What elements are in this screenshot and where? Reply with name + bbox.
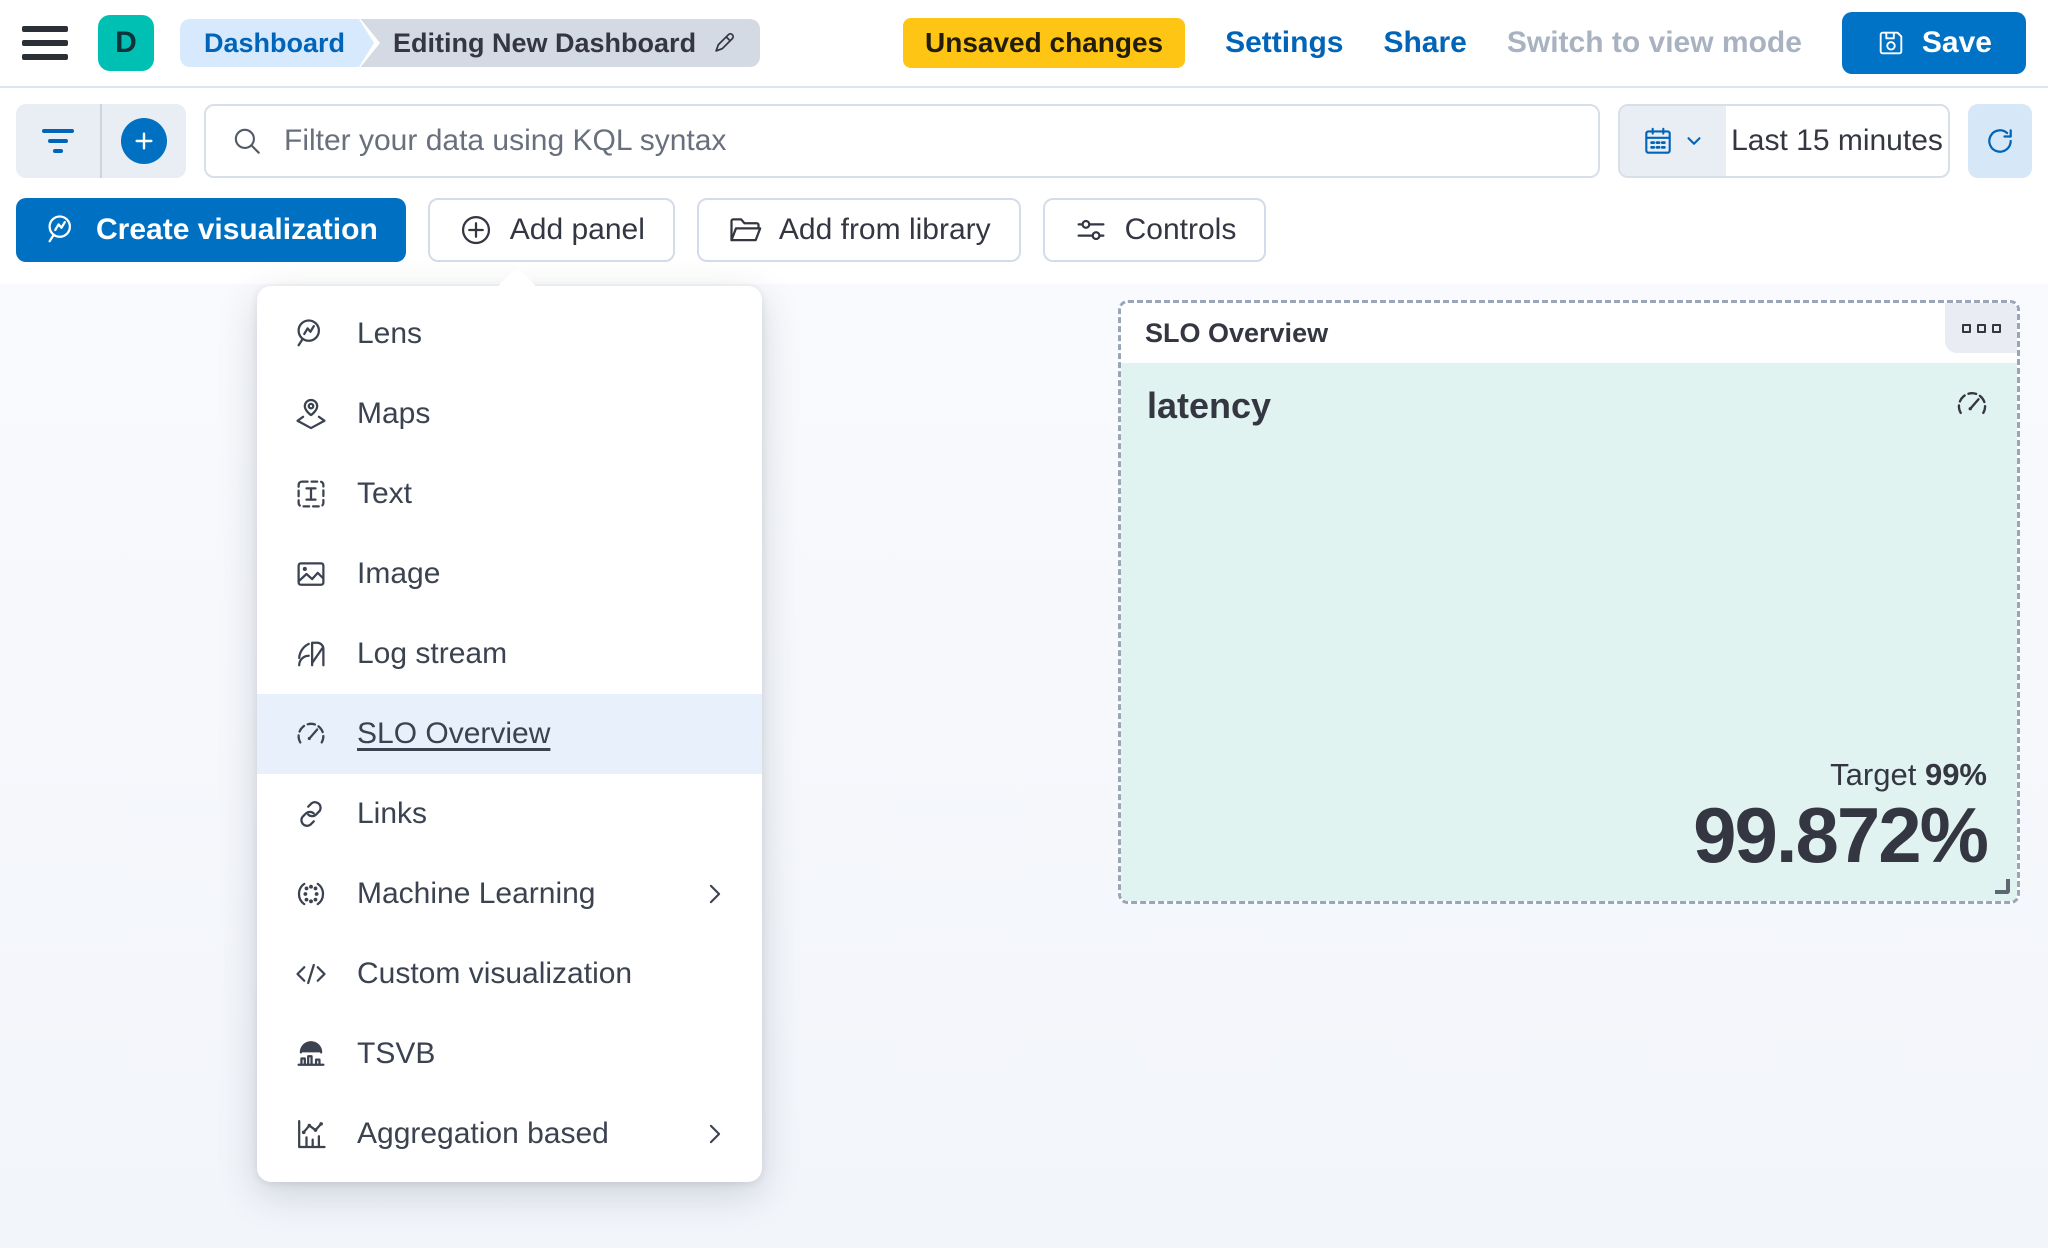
time-range-button[interactable]: Last 15 minutes bbox=[1731, 124, 1943, 157]
add-panel-button[interactable]: Add panel bbox=[427, 198, 675, 262]
menu-item-links[interactable]: Links bbox=[257, 774, 762, 854]
menu-hamburger-icon[interactable] bbox=[22, 26, 68, 60]
maps-icon bbox=[291, 396, 331, 432]
refresh-icon bbox=[1988, 129, 2012, 153]
controls-button[interactable]: Controls bbox=[1042, 198, 1267, 262]
date-picker-button[interactable] bbox=[1620, 106, 1726, 176]
chevron-down-icon bbox=[1683, 130, 1705, 152]
search-icon bbox=[230, 124, 264, 158]
edit-toolbar: Create visualization Add panel Add from … bbox=[0, 188, 2048, 284]
aggregation-icon bbox=[291, 1116, 331, 1152]
menu-item-custom-visualization[interactable]: Custom visualization bbox=[257, 934, 762, 1014]
create-visualization-button[interactable]: Create visualization bbox=[16, 198, 406, 262]
breadcrumb: Dashboard Editing New Dashboard bbox=[180, 17, 761, 69]
add-from-library-button[interactable]: Add from library bbox=[696, 198, 1021, 262]
menu-item-log-stream[interactable]: Log stream bbox=[257, 614, 762, 694]
filter-icon bbox=[41, 129, 75, 153]
slo-value: 99.872% bbox=[1693, 790, 1989, 879]
gauge-icon bbox=[291, 716, 331, 752]
switch-view-mode-link[interactable]: Switch to view mode bbox=[1506, 26, 1802, 59]
link-icon bbox=[291, 796, 331, 832]
text-icon bbox=[291, 476, 331, 512]
tsvb-icon bbox=[291, 1036, 331, 1072]
panel-options-button[interactable] bbox=[1945, 303, 2017, 353]
top-bar: D Dashboard Editing New Dashboard Unsave… bbox=[0, 0, 2048, 88]
code-icon bbox=[291, 956, 331, 992]
share-link[interactable]: Share bbox=[1383, 26, 1467, 59]
chevron-right-icon bbox=[702, 881, 728, 907]
settings-link[interactable]: Settings bbox=[1225, 26, 1344, 59]
panel-body: latency Target 99% 99.872% bbox=[1121, 363, 2017, 901]
menu-item-maps[interactable]: Maps bbox=[257, 374, 762, 454]
unsaved-changes-badge: Unsaved changes bbox=[903, 18, 1186, 68]
gauge-icon bbox=[1953, 385, 1991, 423]
dashboard-canvas: Lens Maps Text Image Log stream bbox=[0, 284, 2048, 1248]
image-icon bbox=[291, 556, 331, 592]
filter-controls bbox=[16, 104, 186, 178]
machine-learning-icon bbox=[291, 876, 331, 912]
save-button[interactable]: Save bbox=[1841, 12, 2026, 74]
refresh-button[interactable] bbox=[1968, 104, 2032, 178]
kql-search-input[interactable] bbox=[284, 124, 1574, 158]
add-filter-button[interactable] bbox=[100, 104, 186, 178]
log-stream-icon bbox=[291, 636, 331, 672]
chevron-right-icon bbox=[702, 1121, 728, 1147]
menu-item-slo-overview[interactable]: SLO Overview bbox=[257, 694, 762, 774]
menu-item-lens[interactable]: Lens bbox=[257, 294, 762, 374]
sliders-icon bbox=[1073, 212, 1109, 248]
breadcrumb-dashboard[interactable]: Dashboard bbox=[180, 17, 381, 69]
lens-icon bbox=[44, 212, 80, 248]
panel-title: SLO Overview bbox=[1145, 317, 1329, 348]
calendar-icon bbox=[1641, 124, 1675, 158]
breadcrumb-current[interactable]: Editing New Dashboard bbox=[351, 19, 761, 67]
query-bar: Last 15 minutes bbox=[0, 88, 2048, 188]
slo-metric-block: Target 99% 99.872% bbox=[1693, 756, 1989, 879]
lens-icon bbox=[291, 316, 331, 352]
menu-item-tsvb[interactable]: TSVB bbox=[257, 1014, 762, 1094]
filter-button[interactable] bbox=[16, 104, 100, 178]
slo-target: Target 99% bbox=[1830, 756, 1987, 792]
folder-icon bbox=[727, 212, 763, 248]
panel-resize-handle[interactable] bbox=[1995, 879, 2010, 894]
add-panel-menu: Lens Maps Text Image Log stream bbox=[257, 286, 762, 1182]
pencil-icon[interactable] bbox=[710, 29, 738, 57]
menu-item-text[interactable]: Text bbox=[257, 454, 762, 534]
panel-header: SLO Overview bbox=[1121, 303, 2017, 363]
menu-item-aggregation-based[interactable]: Aggregation based bbox=[257, 1094, 762, 1174]
breadcrumb-current-label: Editing New Dashboard bbox=[393, 27, 697, 58]
slo-metric-name: latency bbox=[1147, 385, 1272, 426]
save-floppy-icon bbox=[1876, 28, 1906, 58]
menu-item-image[interactable]: Image bbox=[257, 534, 762, 614]
avatar[interactable]: D bbox=[98, 15, 154, 71]
slo-target-value: 99% bbox=[1924, 756, 1987, 792]
kql-search bbox=[204, 104, 1600, 178]
time-picker: Last 15 minutes bbox=[1618, 104, 1950, 178]
plus-icon bbox=[121, 118, 167, 164]
plus-circle-icon bbox=[458, 212, 494, 248]
slo-overview-panel: SLO Overview latency Target 99% 99.872% bbox=[1118, 300, 2020, 904]
menu-item-machine-learning[interactable]: Machine Learning bbox=[257, 854, 762, 934]
